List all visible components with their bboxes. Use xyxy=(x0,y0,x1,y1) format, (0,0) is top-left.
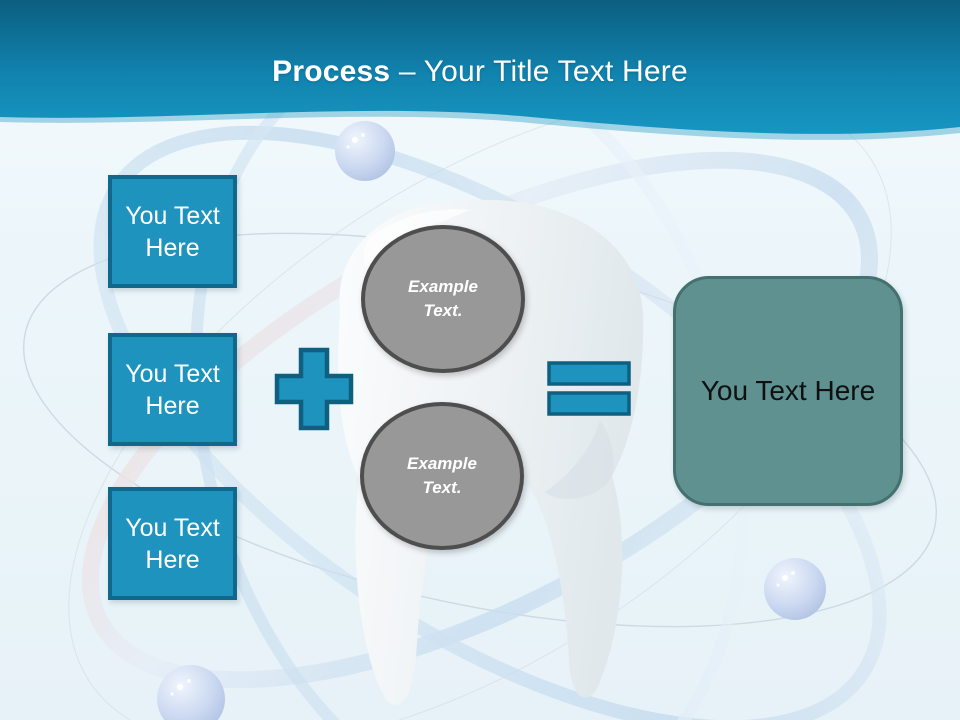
example-circle-1[interactable]: Example Text. xyxy=(361,225,525,373)
result-box[interactable]: You Text Here xyxy=(673,276,903,506)
plus-icon[interactable] xyxy=(273,346,355,432)
example-circle-2[interactable]: Example Text. xyxy=(360,402,524,550)
step-box-3-label: You Text Here xyxy=(125,513,220,574)
page-title-rest: – Your Title Text Here xyxy=(390,55,688,88)
step-box-2[interactable]: You Text Here xyxy=(108,333,237,446)
step-box-2-label: You Text Here xyxy=(125,359,220,420)
example-circle-1-label: Example Text. xyxy=(408,277,478,320)
equals-icon[interactable] xyxy=(544,358,634,418)
step-box-1[interactable]: You Text Here xyxy=(108,175,237,288)
electron-spheres xyxy=(157,121,826,720)
step-box-1-label: You Text Here xyxy=(125,201,220,262)
page-title[interactable]: Process – Your Title Text Here xyxy=(0,52,960,92)
page-title-keyword: Process xyxy=(272,55,391,88)
step-box-3[interactable]: You Text Here xyxy=(108,487,237,600)
result-box-label: You Text Here xyxy=(700,375,876,406)
example-circle-2-label: Example Text. xyxy=(407,454,477,497)
